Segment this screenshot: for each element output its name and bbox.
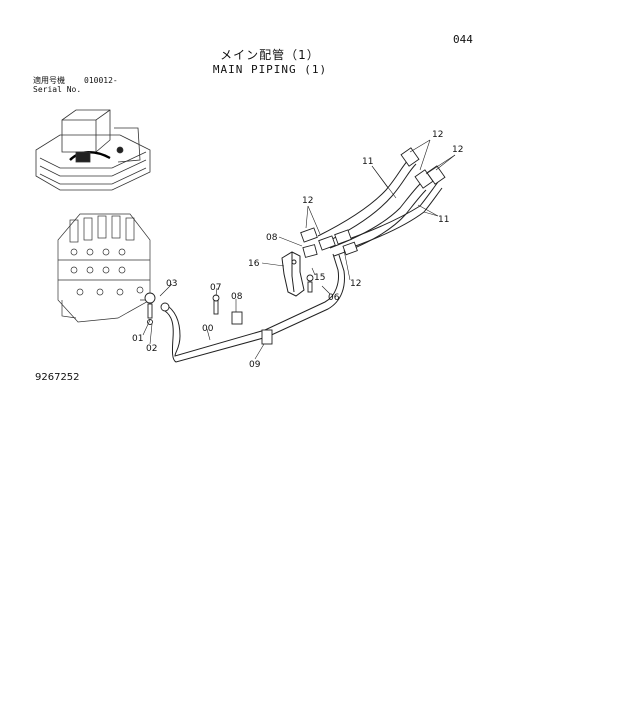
excavator-thumbnail bbox=[35, 109, 151, 191]
part-labels: 12 12 11 11 12 08 16 15 12 03 07 08 06 0… bbox=[132, 130, 463, 370]
part-label-07: 07 bbox=[210, 283, 221, 293]
title-japanese: メイン配管（1） bbox=[220, 48, 320, 62]
leader-lines bbox=[142, 139, 456, 360]
bracket bbox=[281, 251, 305, 297]
part-label-08: 08 bbox=[231, 292, 243, 302]
main-pipe bbox=[164, 253, 345, 363]
part-label-11: 11 bbox=[438, 215, 449, 225]
part-label-01: 01 bbox=[132, 334, 143, 344]
clamps bbox=[212, 244, 318, 345]
part-label-15: 15 bbox=[314, 273, 325, 283]
part-label-06: 06 bbox=[328, 293, 340, 303]
serial-label-en: Serial No. bbox=[33, 85, 82, 94]
part-label-02: 02 bbox=[146, 344, 157, 354]
part-label-00: 00 bbox=[202, 324, 214, 334]
part-label-12: 12 bbox=[302, 196, 313, 206]
title-english: MAIN PIPING (1) bbox=[212, 63, 328, 76]
part-label-12: 12 bbox=[452, 145, 463, 155]
serial-label-jp: 適用号機 bbox=[33, 76, 65, 85]
hoses bbox=[317, 157, 443, 257]
part-label-11: 11 bbox=[362, 157, 373, 167]
fittings-small bbox=[144, 292, 170, 325]
drawing-number: 9267252 bbox=[35, 372, 80, 383]
control-valve-thumbnail bbox=[57, 213, 153, 323]
part-label-12: 12 bbox=[432, 130, 443, 140]
part-label-08: 08 bbox=[266, 233, 278, 243]
page-number: 044 bbox=[453, 33, 473, 46]
part-label-12: 12 bbox=[350, 279, 361, 289]
part-label-09: 09 bbox=[249, 360, 261, 370]
part-label-16: 16 bbox=[248, 259, 260, 269]
serial-value: 010012- bbox=[84, 76, 118, 85]
part-label-03: 03 bbox=[166, 279, 177, 289]
